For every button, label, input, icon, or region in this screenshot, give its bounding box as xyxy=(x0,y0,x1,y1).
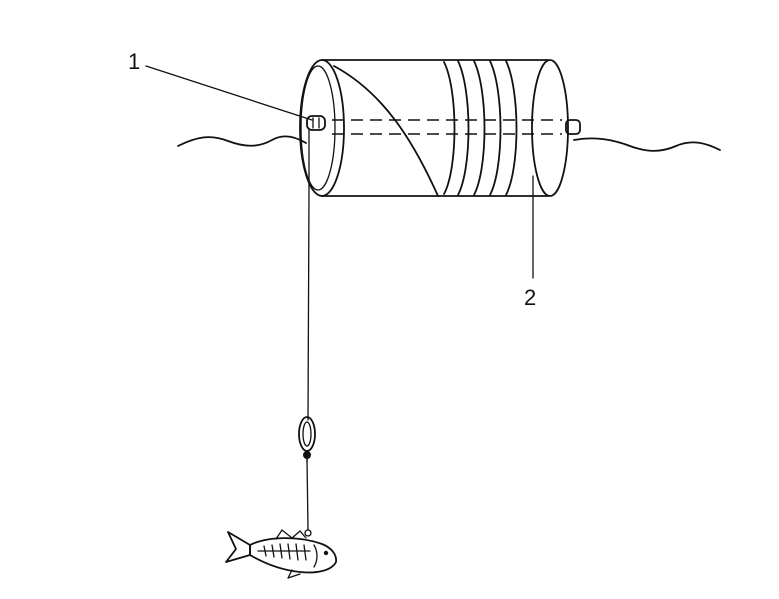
tin-can-float xyxy=(299,59,581,197)
line-clip xyxy=(306,115,326,131)
fishing-line xyxy=(307,129,310,421)
water-surface-right xyxy=(573,137,721,152)
axle-stub-right xyxy=(565,119,581,135)
sinker xyxy=(298,416,316,452)
baitfish xyxy=(225,529,337,579)
callout-1-leader xyxy=(145,65,313,121)
callout-2-label: 2 xyxy=(524,285,536,310)
swivel-bead xyxy=(303,451,311,459)
can-open-rim xyxy=(299,59,345,197)
coiled-line-diagonal xyxy=(333,65,439,197)
water-surface-left xyxy=(177,135,307,147)
callout-1-label: 1 xyxy=(128,49,140,74)
